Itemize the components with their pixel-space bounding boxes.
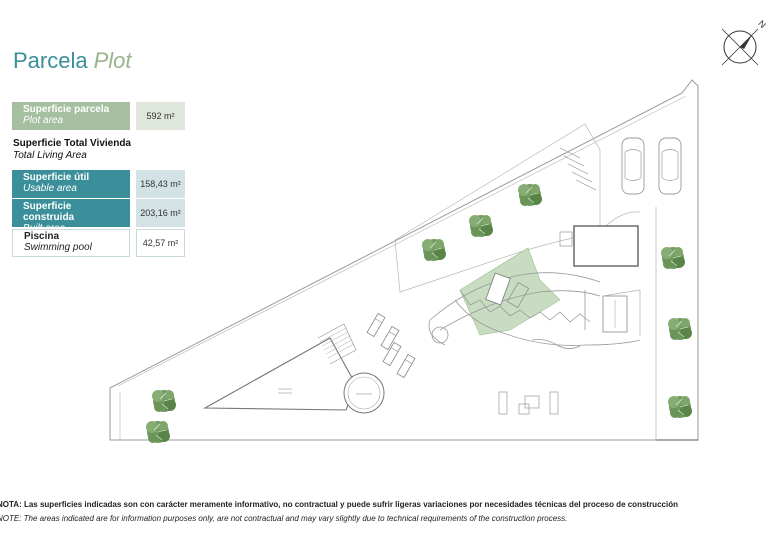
built-area-row: Superficie construida Built area 203,16 …: [12, 199, 185, 234]
compass-north-label: N: [756, 18, 768, 30]
pool-area-label-en: Swimming pool: [24, 242, 92, 253]
pool-area-row: Piscina Swimming pool 42,57 m²: [12, 229, 185, 257]
parked-cars: [621, 137, 682, 195]
driveway-stripes: [559, 147, 597, 191]
plot-boundary: [109, 79, 699, 441]
plot-area-label: Superficie parcela Plot area: [12, 102, 130, 130]
plot-area-value: 592 m²: [136, 102, 185, 130]
lower-furniture: [498, 391, 559, 415]
disclaimer-notes: NOTA: Las superficies indicadas son con …: [0, 498, 678, 526]
built-area-label-en: Built area: [23, 223, 124, 234]
usable-area-label: Superficie útil Usable area: [12, 170, 130, 198]
terrace-furniture: [485, 272, 530, 309]
plot-area-label-en: Plot area: [23, 115, 64, 126]
plot-area-label-es: Superficie parcela: [23, 104, 110, 115]
total-living-area-heading: Superficie Total Vivienda Total Living A…: [13, 138, 131, 162]
usable-area-value: 158,43 m²: [136, 170, 185, 198]
swimming-pool: [202, 323, 385, 414]
title-english: Plot: [93, 48, 132, 73]
pool-area-label: Piscina Swimming pool: [12, 229, 130, 257]
disclaimer-en: NOTE: The areas indicated are for inform…: [0, 514, 568, 523]
curved-terraces: [428, 272, 641, 349]
pool-area-value: 42,57 m²: [136, 229, 185, 257]
built-area-label-es: Superficie construida: [23, 201, 75, 223]
disclaimer-es: NOTA: Las superficies indicadas son con …: [0, 500, 678, 509]
pool-loungers: [366, 313, 416, 378]
plot-area-row: Superficie parcela Plot area 592 m²: [12, 102, 185, 130]
house-footprint: [559, 225, 641, 336]
usable-area-label-es: Superficie útil: [23, 172, 90, 183]
pool-area-label-es: Piscina: [24, 231, 60, 242]
built-area-label: Superficie construida Built area: [12, 199, 130, 234]
living-heading-en: Total Living Area: [13, 150, 87, 161]
usable-area-row: Superficie útil Usable area 158,43 m²: [12, 170, 185, 198]
usable-area-label-en: Usable area: [23, 183, 77, 194]
title-spanish: Parcela: [13, 48, 88, 73]
built-area-value: 203,16 m²: [136, 199, 185, 227]
living-heading-es: Superficie Total Vivienda: [13, 138, 131, 149]
compass-rose: N: [721, 18, 768, 66]
